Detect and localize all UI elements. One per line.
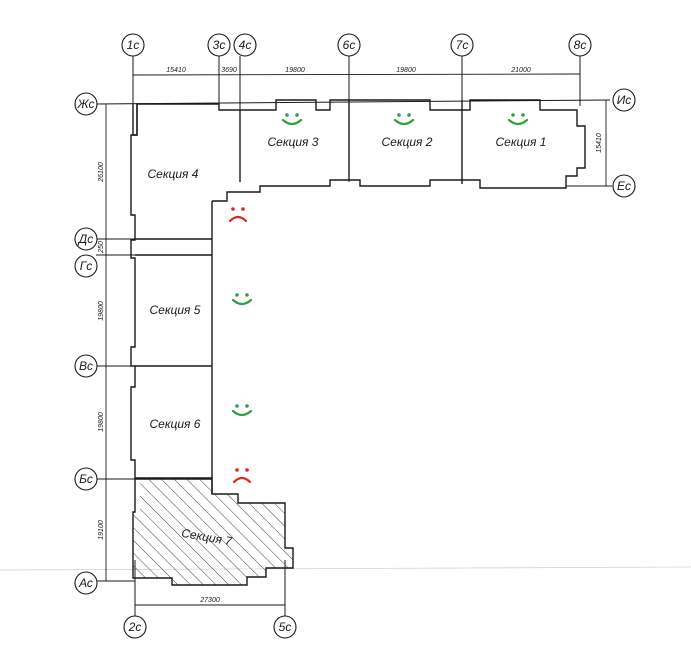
axis-bubble-2c: 2с xyxy=(123,615,147,639)
section-1-label: Секция 1 xyxy=(496,135,547,149)
axis-label: 4с xyxy=(239,38,252,52)
axis-label: Гс xyxy=(80,259,93,273)
face-mouth xyxy=(281,118,303,126)
dimension-labels: 15410 3690 19800 19800 21000 26100 250 1… xyxy=(98,67,603,604)
dim-top: 19800 xyxy=(396,67,416,74)
dim-right: 15410 xyxy=(596,133,603,153)
dim-left: 19800 xyxy=(98,412,105,432)
section-6-label: Секция 6 xyxy=(150,417,201,431)
axis-label: Бс xyxy=(79,472,93,486)
axis-bubble-zh: Жс xyxy=(74,92,98,116)
axis-label: Дс xyxy=(77,232,93,246)
dim-left: 26100 xyxy=(98,162,105,183)
section-3-label: Секция 3 xyxy=(268,135,319,149)
face-eye xyxy=(235,293,239,297)
axis-label: 5с xyxy=(279,620,292,634)
axis-bubble-i: Ис xyxy=(612,88,636,112)
dim-top: 21000 xyxy=(510,67,531,74)
face-mouth xyxy=(232,476,252,484)
smiley-face-icon xyxy=(281,113,303,126)
axis-label: 3с xyxy=(213,38,226,52)
axis-label: 8с xyxy=(574,38,587,52)
dim-top: 19800 xyxy=(285,67,305,74)
top-wing-outline xyxy=(132,99,586,202)
dim-top: 3690 xyxy=(221,67,237,74)
dim-left: 19100 xyxy=(98,520,105,540)
axis-bubble-b: Бс xyxy=(74,467,98,491)
smiley-face-icon xyxy=(231,404,253,417)
axis-bubble-g: Гс xyxy=(74,254,98,278)
face-eye xyxy=(245,468,249,472)
axis-bubble-8c: 8с xyxy=(568,33,592,57)
axis-label: Жс xyxy=(76,97,94,111)
axis-bubble-v: Вс xyxy=(74,354,98,378)
axis-label: Ас xyxy=(78,576,93,590)
axis-bubble-6c: 6с xyxy=(337,33,361,57)
building-outline xyxy=(130,99,586,586)
face-eye xyxy=(407,113,411,117)
axis-label: 7с xyxy=(456,38,469,52)
axis-label: Вс xyxy=(79,359,93,373)
face-eye xyxy=(245,293,249,297)
axis-bubble-4c: 4с xyxy=(233,33,257,57)
axis-bubble-e: Ес xyxy=(612,174,636,198)
axis-bubble-d: Дс xyxy=(74,227,98,251)
axis-label: 6с xyxy=(343,38,356,52)
smiley-face-icon xyxy=(393,113,415,126)
face-mouth xyxy=(231,298,253,306)
face-eye xyxy=(245,404,249,408)
face-mouth xyxy=(507,118,529,126)
axis-bubble-7c: 7с xyxy=(450,33,474,57)
dim-bottom: 27300 xyxy=(199,597,220,604)
axis-bubble-3c: 3с xyxy=(207,33,231,57)
section-2-label: Секция 2 xyxy=(382,135,433,149)
left-wing-outline xyxy=(130,104,138,478)
sad-face-icon xyxy=(232,468,252,484)
face-eye xyxy=(231,207,235,211)
sad-face-icon xyxy=(228,207,248,223)
face-eye xyxy=(285,113,289,117)
face-eye xyxy=(235,468,239,472)
section-7-hatch-fill xyxy=(133,478,293,585)
axis-bubble-a: Ас xyxy=(74,571,98,595)
dim-left: 19800 xyxy=(98,301,105,321)
dimension-lines xyxy=(105,73,607,606)
axis-label: 1с xyxy=(127,38,140,52)
status-faces xyxy=(228,113,529,484)
smiley-face-icon xyxy=(231,293,253,306)
axis-label: Ис xyxy=(617,93,632,107)
face-eye xyxy=(511,113,515,117)
dim-top: 15410 xyxy=(166,67,186,74)
axis-label: Ес xyxy=(617,179,631,193)
face-eye xyxy=(295,113,299,117)
section-5-label: Секция 5 xyxy=(150,303,201,317)
face-mouth xyxy=(228,215,248,223)
face-eye xyxy=(521,113,525,117)
axis-bubble-1c: 1с xyxy=(121,33,145,57)
face-eye xyxy=(397,113,401,117)
face-eye xyxy=(241,207,245,211)
face-eye xyxy=(235,404,239,408)
face-mouth xyxy=(393,118,415,126)
axis-bubble-5c: 5с xyxy=(273,615,297,639)
smiley-face-icon xyxy=(507,113,529,126)
section-7-outline xyxy=(132,477,294,586)
axis-label: 2с xyxy=(128,620,142,634)
scan-artifact-line xyxy=(0,566,691,571)
section-4-label: Секция 4 xyxy=(148,167,199,181)
dim-left: 250 xyxy=(98,241,105,254)
face-mouth xyxy=(231,409,253,417)
